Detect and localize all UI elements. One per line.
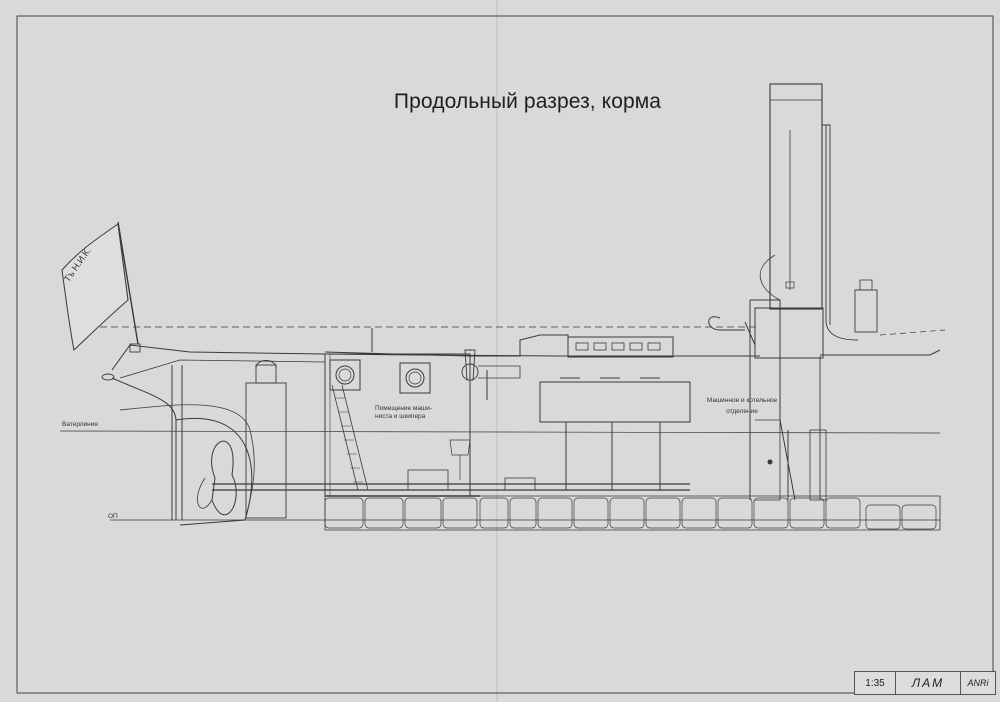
engine-room-label-line2: отделение bbox=[726, 408, 758, 415]
flagstaff bbox=[117, 221, 139, 345]
drawing-frame bbox=[16, 15, 994, 694]
funnel bbox=[769, 83, 823, 310]
baseline-label: ОП bbox=[108, 513, 118, 520]
crew-room-label: Помещение маши- ниста и шкипера bbox=[375, 405, 432, 421]
safety-valve bbox=[854, 289, 878, 333]
porthole-right bbox=[399, 362, 431, 394]
waterline-label: Ватерлиния bbox=[62, 421, 98, 428]
crew-room-label-line2: ниста и шкипера bbox=[375, 413, 426, 420]
engine-block bbox=[539, 381, 691, 423]
rudder bbox=[175, 417, 253, 526]
porthole-left bbox=[329, 359, 361, 391]
scale-cell: 1:35 bbox=[855, 672, 896, 694]
tow-hook bbox=[708, 316, 756, 346]
flag-cloth bbox=[61, 223, 129, 351]
steam-pipe bbox=[822, 124, 831, 325]
engine-room-label-line1: Машинное и котельное bbox=[706, 397, 778, 404]
drawing-title: Продольный разрез, корма bbox=[393, 90, 662, 113]
waterline bbox=[59, 430, 941, 434]
engine-room-label: Машинное и котельное отделение bbox=[702, 397, 782, 416]
propeller bbox=[211, 440, 237, 516]
logo-anri: ANRi bbox=[967, 678, 989, 688]
logo-lam: ЛАМ bbox=[896, 672, 961, 694]
ladder bbox=[331, 384, 369, 491]
flag bbox=[61, 221, 139, 351]
keel-blocks bbox=[324, 495, 941, 531]
crew-room-label-line1: Помещение маши- bbox=[375, 405, 432, 412]
rudder-post-box bbox=[245, 382, 287, 519]
title-block: 1:35 ЛАМ ANRi bbox=[854, 671, 996, 695]
ventilator bbox=[464, 349, 476, 381]
skylight bbox=[567, 336, 674, 358]
funnel-base bbox=[754, 307, 824, 359]
stern-hull bbox=[111, 377, 177, 520]
deckhouse-roof bbox=[324, 334, 569, 357]
